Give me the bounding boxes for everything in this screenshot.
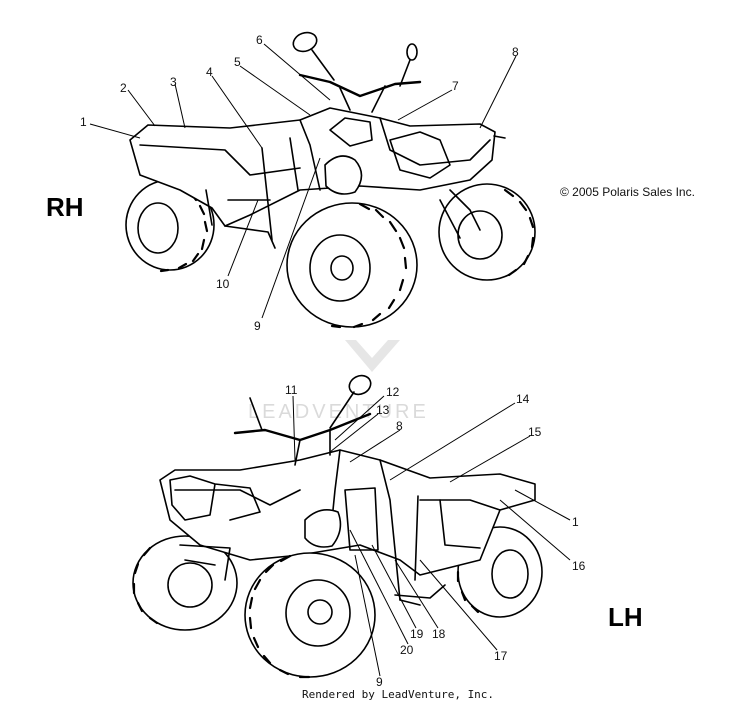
callout-number: 5 — [234, 55, 241, 69]
callout-number: 10 — [216, 277, 230, 291]
footer-credit: Rendered by LeadVenture, Inc. — [302, 688, 494, 701]
lh-side-label: LH — [608, 602, 643, 632]
rh-front-far-wheel — [438, 183, 536, 281]
lh-front-near-wheel — [244, 552, 376, 679]
callout-number: 18 — [432, 627, 446, 641]
callout-number: 8 — [512, 45, 519, 59]
rh-leader-lines — [89, 43, 517, 319]
lh-atv-illustration — [132, 374, 543, 679]
callout-number: 11 — [285, 383, 298, 397]
lh-callouts: 11 12 13 8 14 15 1 16 17 18 19 20 9 — [285, 383, 586, 689]
callout-number: 1 — [80, 115, 87, 129]
callout-number: 14 — [516, 392, 530, 406]
callout-number: 15 — [528, 425, 542, 439]
callout-number: 7 — [452, 79, 459, 93]
lh-leader-lines — [292, 395, 571, 677]
callout-number: 8 — [396, 419, 403, 433]
callout-number: 2 — [120, 81, 127, 95]
callout-number: 19 — [410, 627, 424, 641]
callout-number: 13 — [376, 403, 390, 417]
callout-number: 1 — [572, 515, 579, 529]
callout-number: 6 — [256, 33, 263, 47]
lh-handlebar-assembly — [233, 374, 372, 466]
leadventure-watermark: LEADVENTURE — [248, 340, 429, 423]
callout-number: 4 — [206, 65, 213, 79]
rh-front-near-wheel — [286, 202, 418, 329]
callout-number: 12 — [386, 385, 400, 399]
callout-number: 17 — [494, 649, 508, 663]
lh-front-far-wheel — [132, 535, 238, 631]
callout-number: 9 — [254, 319, 261, 333]
rh-handlebar-assembly — [292, 31, 422, 113]
rh-atv-illustration — [125, 31, 536, 329]
callout-number: 20 — [400, 643, 414, 657]
callout-number: 3 — [170, 75, 177, 89]
callout-number: 16 — [572, 559, 586, 573]
rh-side-label: RH — [46, 192, 84, 222]
callout-number: 9 — [376, 675, 383, 689]
copyright-notice: © 2005 Polaris Sales Inc. — [560, 185, 695, 199]
rh-callouts: 1 2 3 4 5 6 7 8 9 10 — [80, 33, 519, 333]
watermark-text: LEADVENTURE — [248, 401, 429, 423]
